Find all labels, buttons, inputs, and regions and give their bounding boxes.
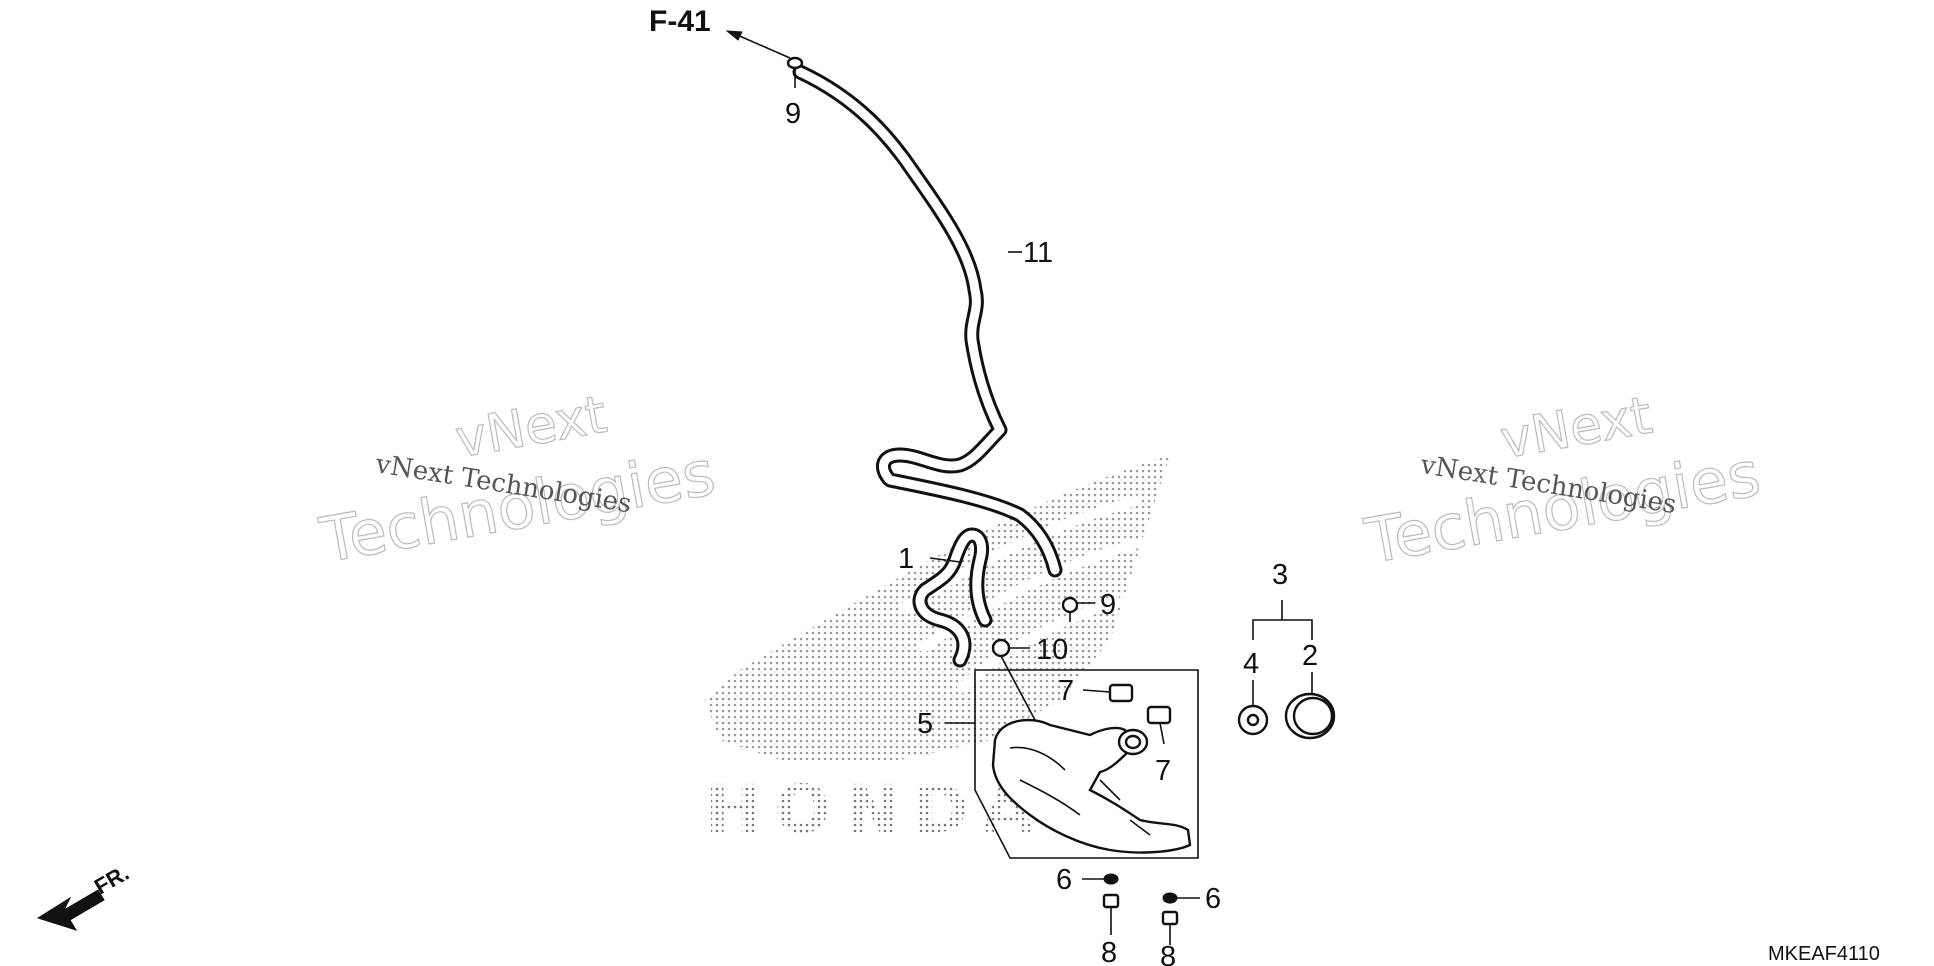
callout-8a: 8 [1101, 937, 1117, 966]
callout-7b: 7 [1155, 755, 1171, 787]
callout-4: 4 [1243, 648, 1259, 680]
hose-1 [912, 527, 993, 668]
callout-3: 3 [1272, 559, 1288, 591]
callout-11: 11 [1023, 237, 1053, 269]
leader-lines [929, 251, 1095, 724]
reference-arrow [725, 30, 791, 59]
callout-6b: 6 [1205, 883, 1221, 915]
callout-1: 1 [898, 543, 914, 575]
honda-logo-letters: HONDA [705, 771, 1047, 848]
callout-9-top: 9 [785, 98, 801, 130]
callout-10: 10 [1036, 634, 1068, 666]
callout-7a: 7 [1058, 675, 1074, 707]
collar-6a [1082, 873, 1119, 885]
reserve-tank-5 [991, 718, 1192, 854]
reserve-tank-cap-2 [1284, 672, 1336, 740]
reference-label: F-41 [649, 5, 711, 38]
callout-6a: 6 [1056, 864, 1072, 896]
clip-9-top [786, 56, 804, 70]
callout-2: 2 [1302, 640, 1318, 672]
hose-11 [792, 64, 1063, 578]
collar-6b [1162, 892, 1200, 904]
cushion-7a [1082, 683, 1134, 703]
callout-8b: 8 [1160, 941, 1176, 966]
front-direction-arrow [36, 889, 105, 931]
bolt-8b [1161, 910, 1179, 945]
packing-4 [1237, 680, 1269, 736]
callout-5: 5 [917, 708, 933, 740]
reserve-tank-5-frame [974, 669, 1199, 859]
bolt-8a [1102, 893, 1120, 935]
honda-wing-logo: HONDA [705, 455, 1170, 848]
cushion-7b [1146, 705, 1172, 745]
diagram-code: MKEAF4110 [1768, 943, 1880, 965]
callout-9-lower: 9 [1100, 589, 1116, 621]
clip-9-lower [1061, 596, 1079, 622]
part-3-bracket [1252, 600, 1313, 640]
